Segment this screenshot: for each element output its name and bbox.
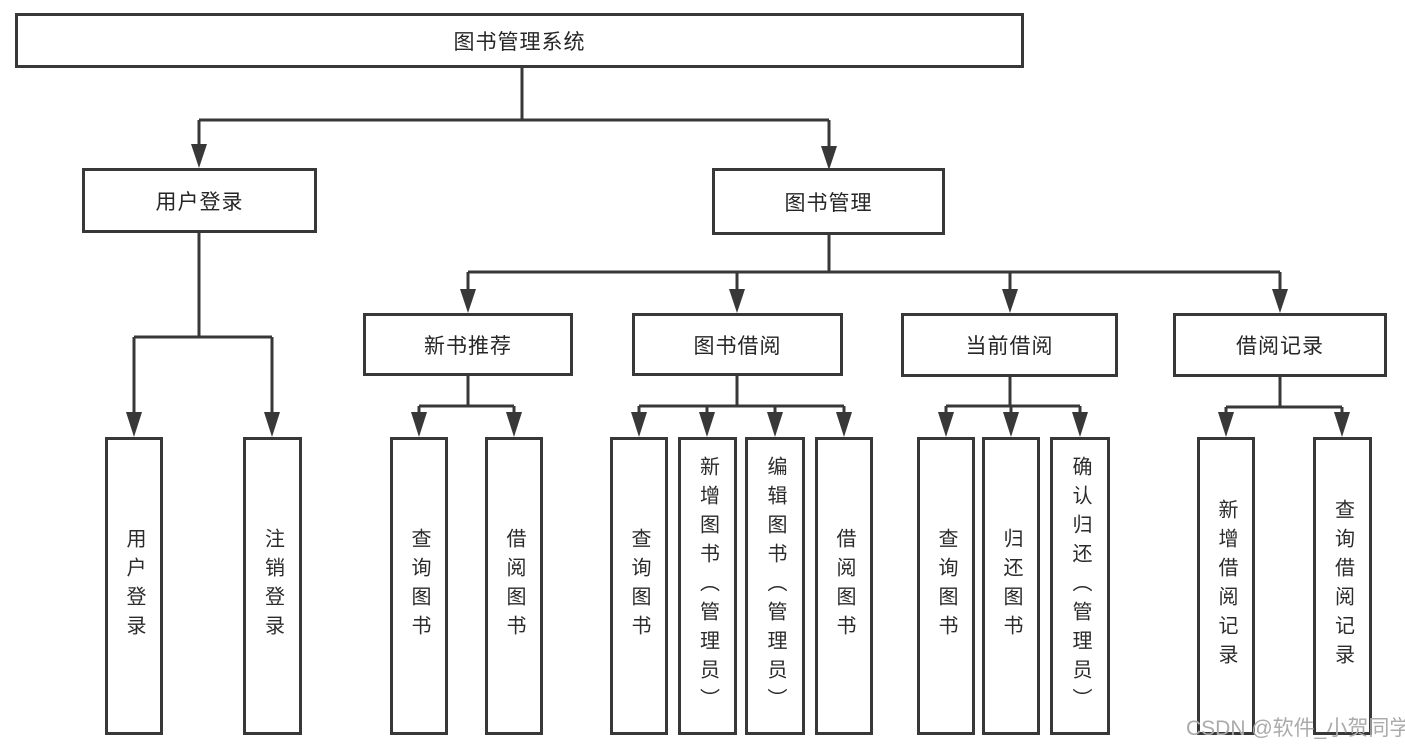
- connector-userlogin-to-leaves: [132, 233, 274, 422]
- arrowhead: [1218, 412, 1234, 437]
- node-label: 借阅图书: [833, 528, 855, 644]
- connector-newbooks-to-leaves: [417, 376, 516, 422]
- arrowhead: [631, 412, 647, 437]
- node-leaf-query-borrow-record: 查询借阅记录: [1313, 437, 1372, 735]
- node-label: 确认归还（管理员）: [1069, 455, 1091, 717]
- node-leaf-query-books-3: 查询图书: [917, 437, 975, 735]
- arrowhead: [264, 412, 280, 437]
- node-label: 查询借阅记录: [1331, 499, 1354, 673]
- arrowhead: [1072, 412, 1088, 437]
- arrowhead: [729, 289, 745, 313]
- node-label: 借阅图书: [503, 528, 525, 644]
- arrowhead: [1002, 289, 1018, 313]
- node-current-borrowing: 当前借阅: [901, 313, 1118, 377]
- arrowhead: [506, 412, 522, 437]
- node-leaf-return-books: 归还图书: [982, 437, 1040, 735]
- arrowhead: [821, 146, 837, 170]
- node-leaf-confirm-return-admin: 确认归还（管理员）: [1050, 437, 1110, 735]
- arrowhead: [836, 412, 852, 437]
- node-label: 用户登录: [123, 528, 145, 644]
- node-label: 查询图书: [408, 528, 430, 644]
- connector-borrowing-to-leaves: [637, 376, 846, 422]
- node-borrowing-records: 借阅记录: [1173, 313, 1387, 377]
- node-label: 归还图书: [1000, 528, 1022, 644]
- arrowhead: [1334, 412, 1350, 437]
- node-leaf-user-login: 用户登录: [105, 437, 163, 735]
- node-book-management: 图书管理: [712, 168, 945, 235]
- arrowhead: [1003, 412, 1019, 437]
- node-leaf-borrow-books-2: 借阅图书: [815, 437, 873, 735]
- node-user-login: 用户登录: [82, 168, 317, 233]
- connector-bookmgmt-to-level3: [466, 235, 1282, 298]
- csdn-watermark: CSDN @软件_小贺同学: [1186, 717, 1405, 740]
- arrowhead: [126, 412, 142, 437]
- node-leaf-query-books-1: 查询图书: [390, 437, 448, 735]
- node-label: 编辑图书（管理员）: [764, 455, 786, 717]
- node-leaf-add-books-admin: 新增图书（管理员）: [678, 437, 737, 735]
- node-leaf-logout: 注销登录: [243, 437, 302, 735]
- arrowhead: [191, 144, 207, 168]
- node-new-book-recommendation: 新书推荐: [363, 313, 573, 376]
- arrowhead: [938, 412, 954, 437]
- node-label: 查询图书: [628, 528, 650, 644]
- node-book-borrowing: 图书借阅: [632, 313, 843, 376]
- node-label: 查询图书: [935, 528, 957, 644]
- node-label: 注销登录: [261, 528, 284, 644]
- arrowhead: [460, 289, 476, 313]
- arrowhead: [1272, 289, 1288, 313]
- node-library-system: 图书管理系统: [15, 13, 1024, 68]
- node-leaf-edit-books-admin: 编辑图书（管理员）: [745, 437, 805, 735]
- arrowhead: [699, 412, 715, 437]
- connector-records-to-leaves: [1224, 377, 1344, 422]
- arrowhead: [411, 412, 427, 437]
- node-label: 新增图书（管理员）: [696, 455, 719, 717]
- connector-root-to-level2: [197, 68, 831, 154]
- node-leaf-add-borrow-record: 新增借阅记录: [1197, 437, 1255, 735]
- node-label: 新增借阅记录: [1215, 499, 1237, 673]
- node-leaf-query-books-2: 查询图书: [610, 437, 668, 735]
- arrowhead: [767, 412, 783, 437]
- node-leaf-borrow-books-1: 借阅图书: [485, 437, 543, 735]
